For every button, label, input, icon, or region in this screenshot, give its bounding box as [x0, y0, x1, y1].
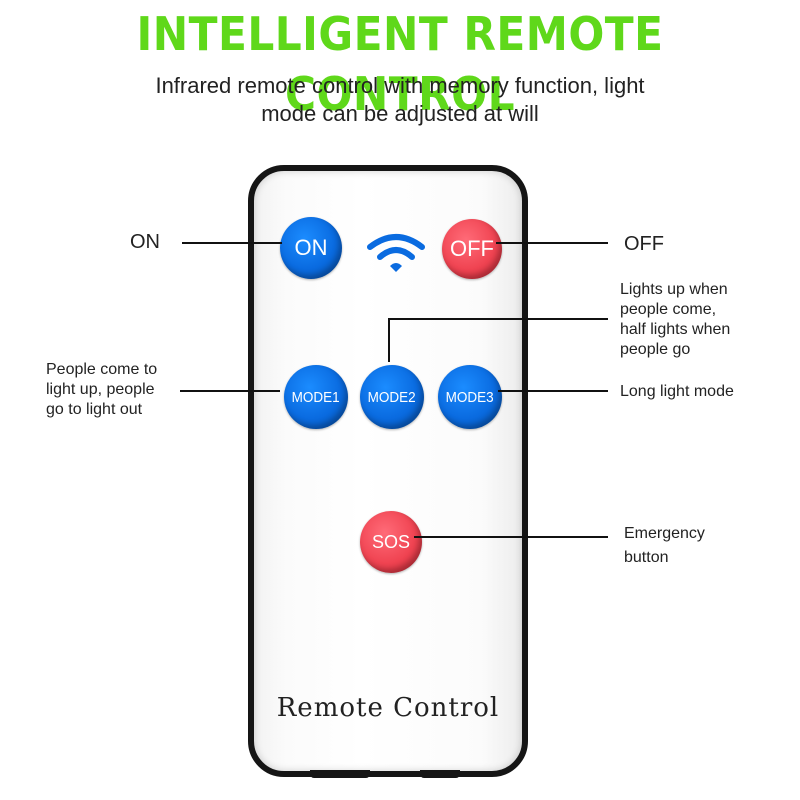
- mode3-button[interactable]: MODE3: [438, 365, 502, 429]
- callout-mode2-line-2: people come,: [620, 301, 717, 318]
- remote-body: ON OFF MODE1 MODE2 MODE3 SOS Remote Cont…: [248, 165, 528, 777]
- callout-off-line: [496, 242, 608, 244]
- mode2-button-label: MODE2: [367, 388, 417, 406]
- off-button[interactable]: OFF: [442, 219, 502, 279]
- mode3-button-label: MODE3: [445, 388, 495, 406]
- remote-label: Remote Control: [276, 693, 500, 723]
- callout-on: ON: [130, 231, 160, 253]
- callout-sos-line-2: button: [624, 549, 669, 566]
- sos-button[interactable]: SOS: [360, 511, 422, 573]
- subtitle-line-2: mode can be adjusted at will: [261, 101, 539, 126]
- callout-mode2-line-vertical: [388, 318, 390, 362]
- mode1-button[interactable]: MODE1: [284, 365, 348, 429]
- off-button-label: OFF: [450, 236, 494, 261]
- callout-mode1-line-2: light up, people: [46, 381, 155, 398]
- callout-mode2-line-1: Lights up when: [620, 281, 728, 298]
- mode2-button[interactable]: MODE2: [360, 365, 424, 429]
- callout-mode3: Long light mode: [620, 383, 734, 400]
- callout-sos-line-1: Emergency: [624, 525, 705, 542]
- on-button-label: ON: [294, 235, 328, 260]
- wifi-signal-icon: [367, 234, 425, 272]
- callout-mode1-line: [180, 390, 280, 392]
- headline: INTELLIGENT REMOTE CONTROL: [136, 7, 664, 121]
- callout-sos-line: [414, 536, 608, 538]
- wifi-arc-outer: [367, 234, 425, 250]
- subtitle: Infrared remote control with memory func…: [100, 72, 700, 128]
- wifi-dot: [390, 263, 402, 272]
- remote-foot-right: [420, 770, 460, 778]
- callout-mode1: People come to light up, people go to li…: [46, 360, 157, 420]
- wifi-arc-middle: [377, 247, 415, 260]
- sos-button-label: SOS: [371, 531, 410, 552]
- mode1-button-label: MODE1: [291, 388, 341, 406]
- callout-mode2-line-horizontal: [388, 318, 608, 320]
- callout-mode1-line-1: People come to: [46, 361, 158, 378]
- callout-mode2-line-3: half lights when: [620, 321, 731, 338]
- callout-mode1-line-3: go to light out: [46, 401, 143, 418]
- on-button[interactable]: ON: [280, 217, 342, 279]
- callout-mode2-line-4: people go: [620, 341, 691, 358]
- callout-mode2: Lights up when people come, half lights …: [620, 280, 730, 360]
- callout-on-line: [182, 242, 282, 244]
- callout-sos: Emergency button: [624, 522, 705, 570]
- subtitle-line-1: Infrared remote control with memory func…: [155, 73, 645, 98]
- remote-foot-left: [310, 770, 370, 778]
- callout-mode3-line: [498, 390, 608, 392]
- callout-off: OFF: [624, 233, 664, 255]
